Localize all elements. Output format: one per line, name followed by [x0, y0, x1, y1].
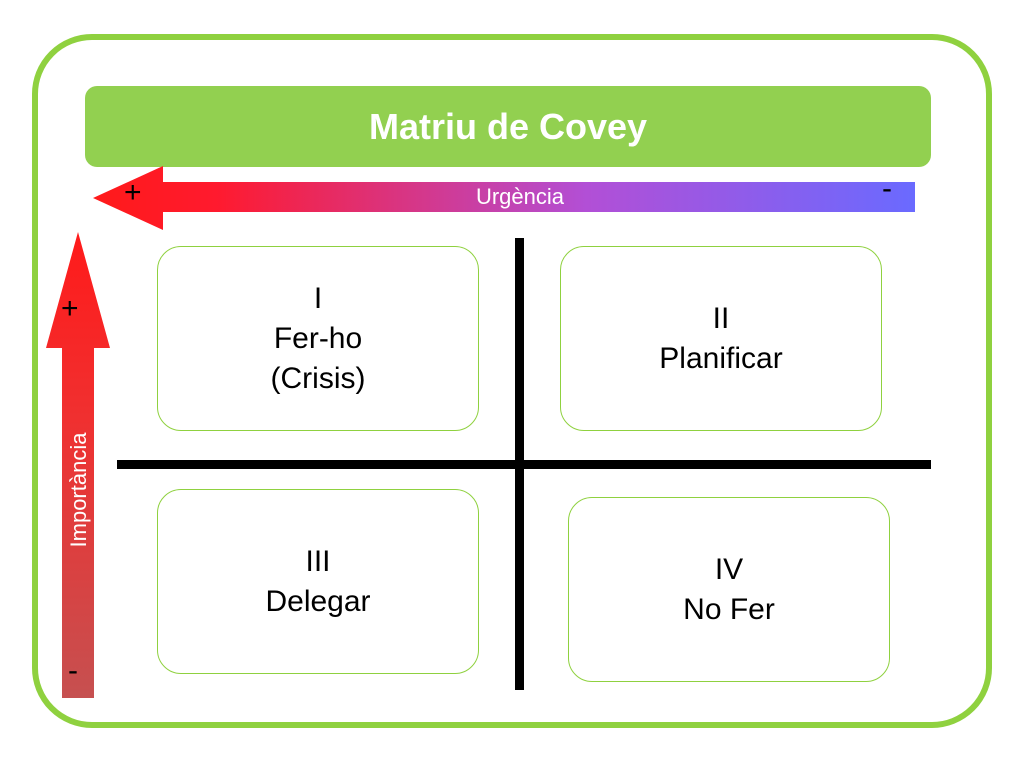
quadrant-2-label: Planificar — [659, 341, 783, 375]
quadrant-3: III Delegar — [157, 489, 479, 674]
quadrant-3-label: Delegar — [265, 584, 371, 618]
quadrant-3-numeral: III — [305, 544, 331, 578]
importance-minus-sign: - — [68, 654, 78, 687]
horizontal-divider — [117, 460, 931, 469]
quadrant-2: II Planificar — [560, 246, 882, 431]
quadrant-4: IV No Fer — [568, 497, 890, 682]
urgency-minus-sign: - — [882, 172, 892, 205]
quadrant-2-numeral: II — [712, 301, 730, 335]
importance-plus-sign: + — [61, 292, 79, 325]
page-title: Matriu de Covey — [368, 105, 648, 147]
title-bar: Matriu de Covey — [85, 86, 931, 167]
quadrant-1-sublabel: (Crisis) — [270, 361, 366, 395]
importance-label-wrap: Importància — [66, 380, 91, 600]
quadrant-1-label: Fer-ho — [273, 321, 363, 355]
quadrant-4-numeral: IV — [714, 552, 744, 586]
quadrant-1-numeral: I — [313, 281, 323, 315]
urgency-plus-sign: + — [124, 176, 142, 209]
quadrant-4-label: No Fer — [683, 592, 775, 626]
quadrant-1: I Fer-ho (Crisis) — [157, 246, 479, 431]
urgency-label: Urgència — [475, 184, 565, 209]
importance-label: Importància — [66, 432, 91, 548]
slide-frame — [32, 34, 992, 728]
